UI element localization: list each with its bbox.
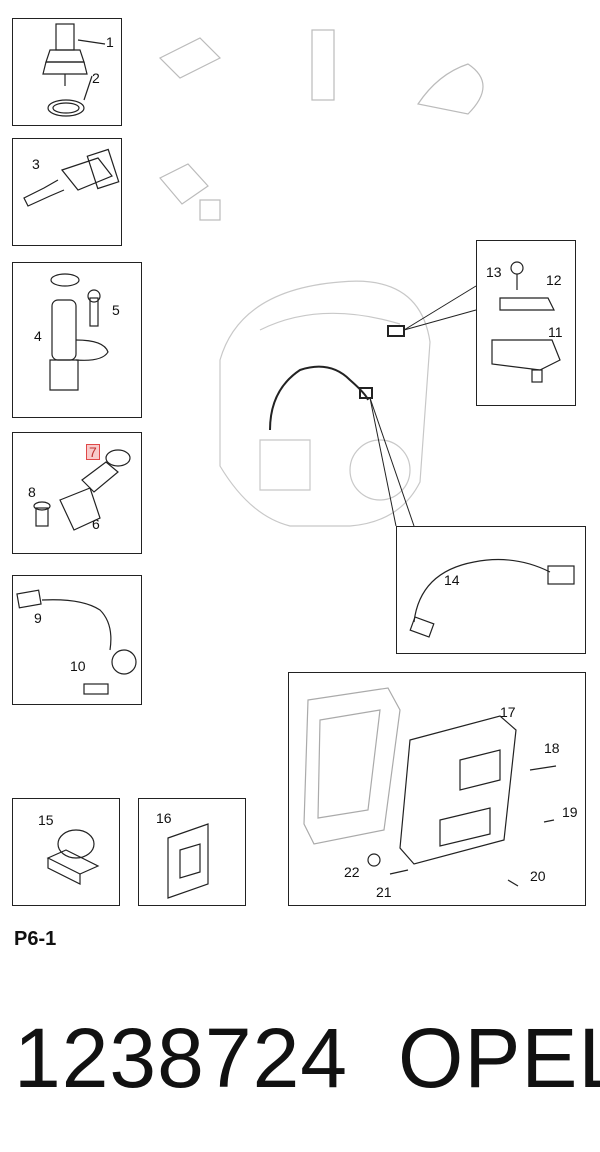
callout-3[interactable]: 3 xyxy=(32,156,40,172)
callout-11[interactable]: 11 xyxy=(548,324,563,340)
callout-9[interactable]: 9 xyxy=(34,610,42,626)
page-code: P6-1 xyxy=(14,928,57,950)
leader-lines xyxy=(369,285,477,527)
part-box-oxygen-sensor xyxy=(396,526,586,654)
callout-2[interactable]: 2 xyxy=(92,70,100,86)
callout-20[interactable]: 20 xyxy=(530,868,546,884)
callout-7-highlighted[interactable]: 7 xyxy=(86,444,100,460)
part-box-clip xyxy=(12,798,120,906)
brand-name: OPEL xyxy=(398,1011,600,1105)
callout-1[interactable]: 1 xyxy=(106,34,114,50)
callout-16[interactable]: 16 xyxy=(156,810,172,826)
callout-18[interactable]: 18 xyxy=(544,740,560,756)
callout-22[interactable]: 22 xyxy=(344,864,360,880)
wiring-harness xyxy=(269,325,405,431)
part-box-camshaft-sensor xyxy=(12,262,142,418)
callout-6[interactable]: 6 xyxy=(92,516,100,532)
part-box-knock-sensor xyxy=(12,575,142,705)
callout-19[interactable]: 19 xyxy=(562,804,578,820)
part-number: 1238724 xyxy=(14,1011,349,1105)
part-box-map-sensor xyxy=(476,240,576,406)
callout-4[interactable]: 4 xyxy=(34,328,42,344)
part-box-bracket xyxy=(138,798,246,906)
callout-13[interactable]: 13 xyxy=(486,264,502,280)
callout-12[interactable]: 12 xyxy=(546,272,562,288)
callout-17[interactable]: 17 xyxy=(500,704,516,720)
part-box-temperature-sensor xyxy=(12,138,122,246)
callout-5[interactable]: 5 xyxy=(112,302,120,318)
engine-illustration xyxy=(219,280,431,527)
callout-14[interactable]: 14 xyxy=(444,572,460,588)
callout-15[interactable]: 15 xyxy=(38,812,54,828)
callout-8[interactable]: 8 xyxy=(28,484,36,500)
background-parts xyxy=(158,29,484,221)
callout-10[interactable]: 10 xyxy=(70,658,86,674)
callout-21[interactable]: 21 xyxy=(376,884,392,900)
